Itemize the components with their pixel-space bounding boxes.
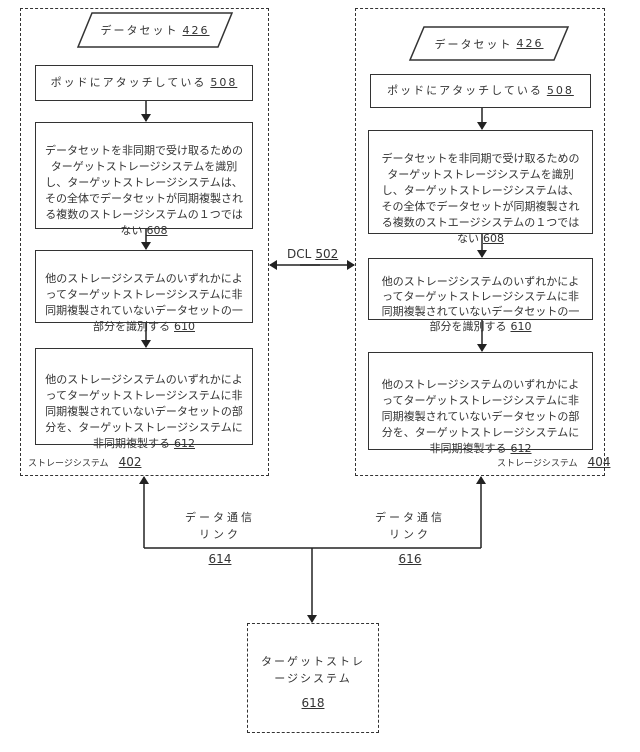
step-ref: 608 — [483, 232, 504, 245]
system-label: ストレージシステム — [28, 459, 109, 469]
step-610-left: 他のストレージシステムのいずれかによ ってターゲットストレージシステムに非 同期… — [35, 250, 253, 323]
link-label: データ通信 リンク — [185, 511, 255, 541]
dcl-ref: 502 — [315, 247, 338, 261]
step-ref: 610 — [511, 320, 532, 333]
data-link-614: データ通信 リンク 614 — [170, 492, 270, 585]
step-ref: 612 — [511, 442, 532, 455]
system-label: ストレージシステム — [497, 459, 578, 469]
step-text: データセットを非同期で受け取るための ターゲットストレージシステムを識別 し、タ… — [382, 152, 580, 245]
pod-label: ポッドにアタッチしている — [51, 75, 207, 91]
step-610-right: 他のストレージシステムのいずれかによ ってターゲットストレージシステムに非 同期… — [368, 258, 593, 320]
link-ref: 616 — [360, 551, 460, 568]
step-ref: 608 — [147, 224, 168, 237]
pod-label: ポッドにアタッチしている — [387, 83, 543, 99]
step-text: 他のストレージシステムのいずれかによ ってターゲットストレージシステムに非 同期… — [45, 373, 243, 450]
step-608-right: データセットを非同期で受け取るための ターゲットストレージシステムを識別 し、タ… — [368, 130, 593, 234]
dcl-text: DCL — [287, 247, 311, 261]
step-ref: 612 — [174, 437, 195, 450]
dataset-node-right: データセット 426 — [410, 27, 568, 60]
system-ref: 402 — [119, 455, 142, 469]
pod-ref: 508 — [547, 83, 574, 99]
dataset-label: データセット — [101, 22, 179, 38]
link-ref: 614 — [170, 551, 270, 568]
step-text: データセットを非同期で受け取るための ターゲットストレージシステムを識別 し、タ… — [45, 144, 243, 237]
system-label-402: ストレージシステム 402 — [28, 455, 141, 469]
system-ref: 404 — [588, 455, 611, 469]
dataset-ref: 426 — [517, 37, 544, 50]
step-text: 他のストレージシステムのいずれかによ ってターゲットストレージシステムに非 同期… — [382, 378, 580, 455]
system-label-404: ストレージシステム 404 — [497, 455, 610, 469]
target-text: ターゲットストレ ージシステム — [261, 655, 365, 685]
dataset-ref: 426 — [183, 24, 210, 37]
link-label: データ通信 リンク — [375, 511, 445, 541]
dataset-node-left: データセット 426 — [78, 13, 232, 47]
dataset-label: データセット — [435, 36, 513, 52]
step-ref: 610 — [174, 320, 195, 333]
pod-ref: 508 — [210, 75, 237, 91]
pod-attach-box-left: ポッドにアタッチしている508 — [35, 65, 253, 101]
step-612-left: 他のストレージシステムのいずれかによ ってターゲットストレージシステムに非 同期… — [35, 348, 253, 445]
target-label: ターゲットストレ ージシステム 618 — [247, 636, 379, 729]
target-ref: 618 — [247, 695, 379, 712]
pod-attach-box-right: ポッドにアタッチしている508 — [370, 74, 591, 108]
data-link-616: データ通信 リンク 616 — [360, 492, 460, 585]
step-612-right: 他のストレージシステムのいずれかによ ってターゲットストレージシステムに非 同期… — [368, 352, 593, 450]
step-608-left: データセットを非同期で受け取るための ターゲットストレージシステムを識別 し、タ… — [35, 122, 253, 229]
dcl-label: DCL 502 — [287, 247, 338, 261]
